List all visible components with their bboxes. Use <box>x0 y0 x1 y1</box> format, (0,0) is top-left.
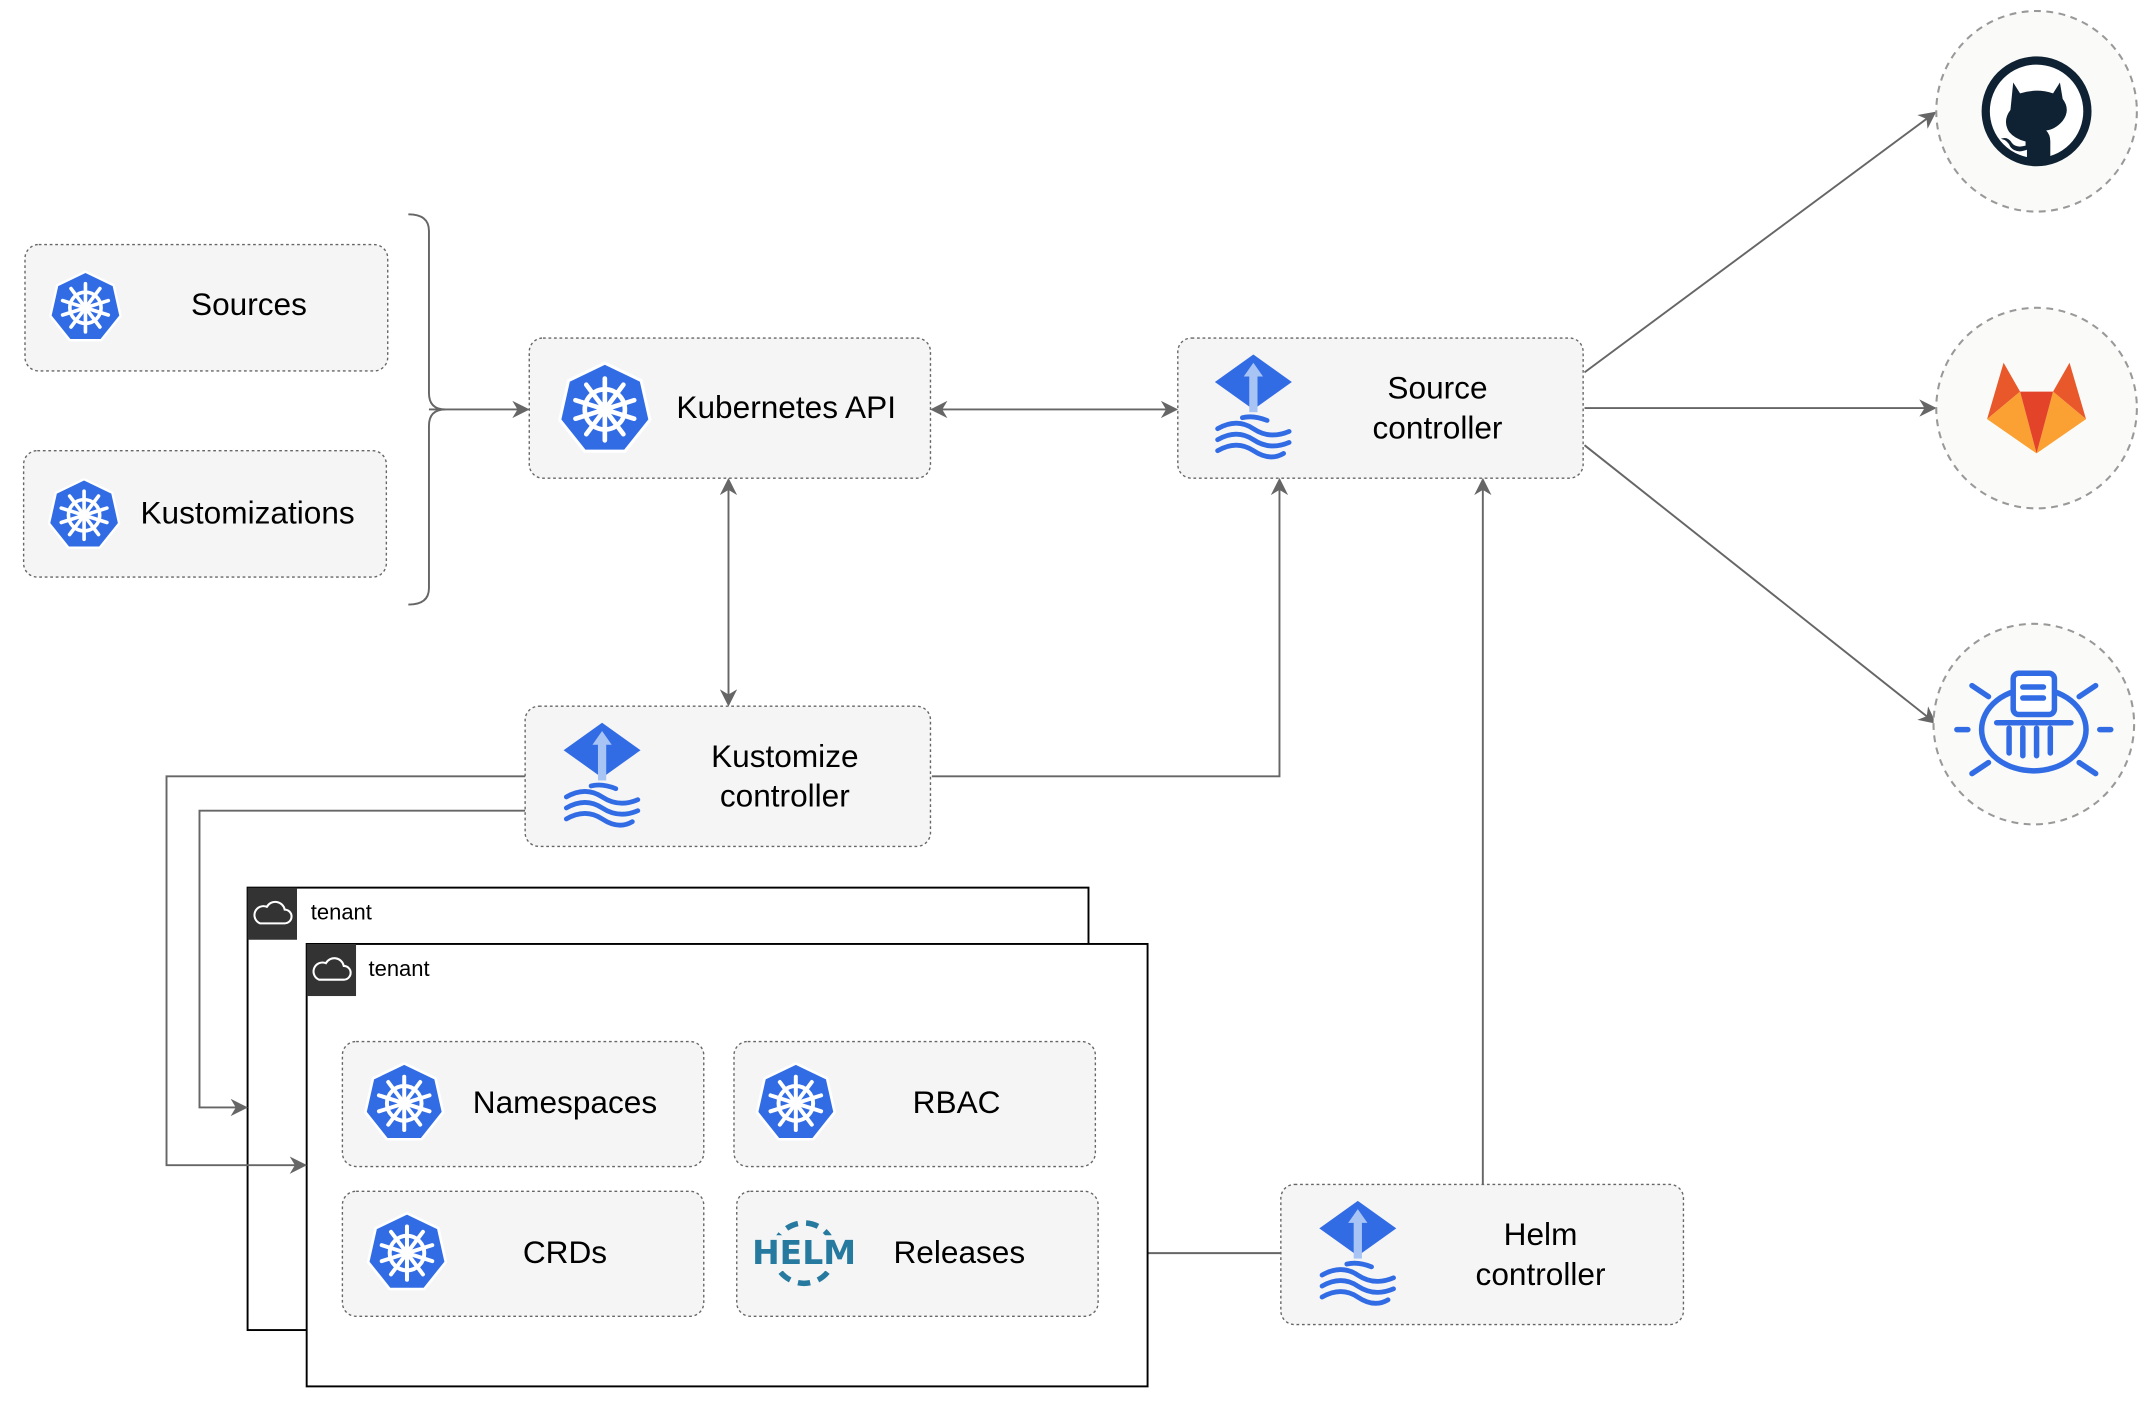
node-label-line1: Helm <box>1504 1216 1578 1252</box>
node-bucket[interactable] <box>1932 622 2136 826</box>
node-label: Kubernetes API <box>676 389 896 425</box>
node-label: Namespaces <box>473 1084 657 1120</box>
node-sources[interactable]: Sources <box>24 243 389 372</box>
edge-kustomize-to-source <box>931 477 1289 778</box>
node-label: CRDs <box>523 1234 607 1270</box>
node-crds[interactable]: CRDs <box>341 1190 705 1318</box>
cloud-icon <box>306 943 357 997</box>
node-label-line2: controller <box>720 778 850 814</box>
node-helm-controller[interactable]: Helm controller <box>1280 1183 1685 1326</box>
github-icon <box>1981 56 2092 167</box>
node-releases[interactable]: HELM Releases <box>736 1190 1099 1318</box>
node-kustomizations[interactable]: Kustomizations <box>22 449 388 578</box>
node-gitlab[interactable] <box>1935 306 2138 510</box>
edge-kustomize-to-tenant-front <box>165 775 526 1174</box>
node-label-line1: Source <box>1387 370 1487 406</box>
node-rbac[interactable]: RBAC <box>733 1040 1097 1168</box>
node-label: Sources <box>191 286 307 322</box>
node-label: Releases <box>893 1234 1025 1270</box>
tenant-label: tenant <box>311 900 372 925</box>
bucket-icon <box>1954 670 2114 777</box>
svg-text:HELM: HELM <box>752 1233 856 1272</box>
node-source-controller[interactable]: Source controller <box>1177 337 1584 479</box>
node-github[interactable] <box>1935 9 2138 213</box>
edge-source-to-github <box>1583 111 1937 374</box>
node-label-line1: Kustomize <box>711 738 858 774</box>
node-kubernetes-api[interactable]: Kubernetes API <box>528 337 932 479</box>
helm-icon: HELM <box>752 1220 856 1287</box>
edge-kustomize-to-tenant-back <box>198 809 526 1117</box>
node-label: Kustomizations <box>140 495 354 531</box>
node-namespaces[interactable]: Namespaces <box>341 1040 705 1168</box>
cloud-icon <box>247 887 298 940</box>
resources-brace <box>408 213 446 606</box>
edges <box>408 111 1937 1262</box>
node-label-line2: controller <box>1373 409 1503 445</box>
tenant-label: tenant <box>369 956 430 981</box>
node-label-line2: controller <box>1476 1256 1606 1292</box>
gitlab-icon <box>1987 362 2087 454</box>
edge-source-to-bucket <box>1583 444 1937 724</box>
node-kustomize-controller[interactable]: Kustomize controller <box>524 705 932 848</box>
node-label: RBAC <box>913 1084 1001 1120</box>
